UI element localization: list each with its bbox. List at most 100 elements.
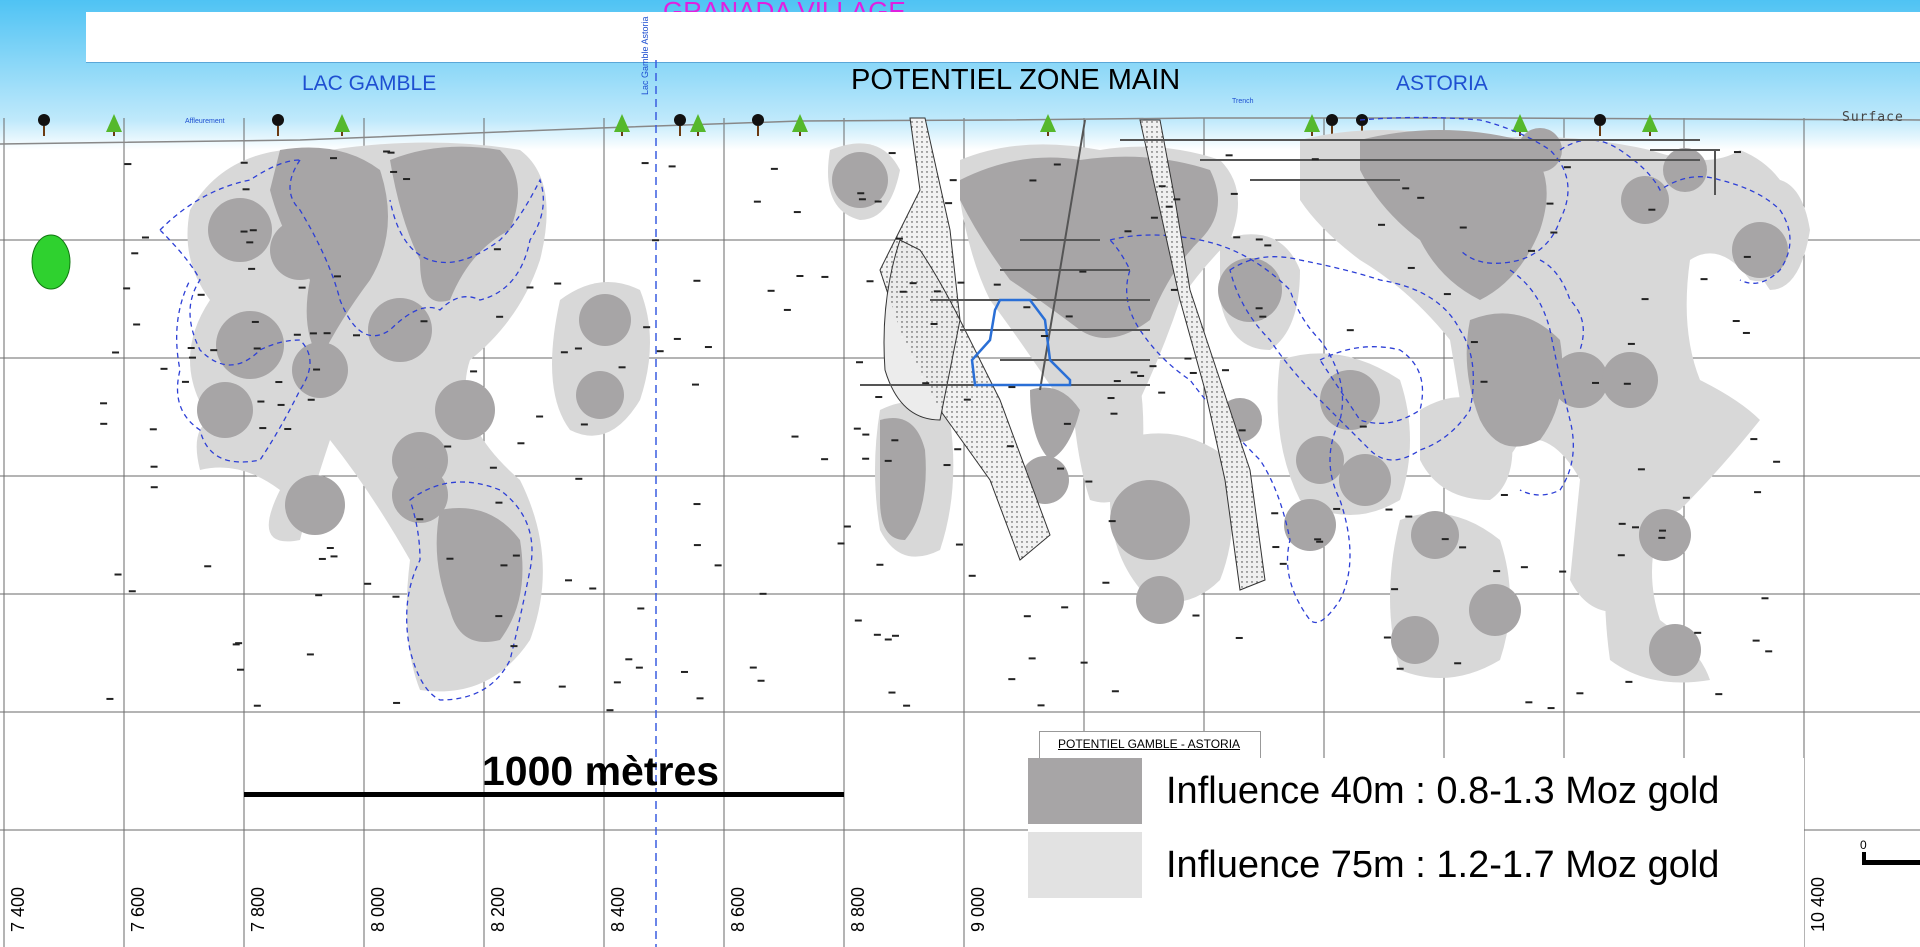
- drill-hole: [1632, 526, 1640, 529]
- drill-hole: [1627, 342, 1635, 345]
- drill-hole: [1752, 639, 1760, 642]
- drill-hole: [248, 267, 256, 270]
- drill-hole: [1230, 192, 1238, 195]
- drill-hole: [949, 179, 957, 182]
- x-tick-label: 8 400: [608, 886, 628, 932]
- drill-hole: [470, 370, 478, 373]
- drill-hole: [275, 381, 283, 384]
- legend-label-75m: Influence 75m : 1.2-1.7 Moz gold: [1166, 844, 1720, 886]
- drill-hole: [554, 282, 562, 285]
- mine-workings: [860, 119, 1720, 391]
- drill-hole: [891, 439, 899, 442]
- drill-hole: [1255, 307, 1263, 310]
- drill-hole: [854, 619, 862, 622]
- tree-icon: [792, 114, 808, 136]
- drill-hole: [403, 178, 411, 181]
- drill-hole: [1063, 422, 1071, 425]
- drill-hole: [114, 573, 122, 576]
- drill-hole: [1040, 335, 1048, 338]
- drill-hole: [242, 188, 250, 191]
- region-label-lac-gamble: LAC GAMBLE: [302, 72, 437, 95]
- drill-hole: [1550, 231, 1558, 234]
- drill-hole: [821, 275, 829, 278]
- drill-hole: [489, 466, 497, 469]
- drill-hole: [891, 634, 899, 637]
- drill-hole: [495, 615, 503, 618]
- drill-hole: [968, 574, 976, 577]
- drill-hole: [1443, 293, 1451, 296]
- drill-hole: [1559, 570, 1567, 573]
- tree-icon: [38, 114, 50, 136]
- drill-hole: [704, 346, 712, 349]
- drill-hole: [1480, 380, 1488, 383]
- drill-hole: [298, 286, 306, 289]
- drill-hole: [240, 161, 248, 164]
- drill-hole: [1189, 371, 1197, 374]
- drill-hole: [1547, 707, 1555, 710]
- drill-hole: [1173, 198, 1181, 201]
- drill-hole: [1264, 244, 1272, 247]
- drill-hole: [993, 283, 1001, 286]
- drill-hole: [1107, 397, 1115, 400]
- drill-hole: [691, 383, 699, 386]
- drill-hole: [513, 681, 521, 684]
- surface-label: Surface: [1842, 110, 1904, 125]
- drill-hole: [875, 396, 883, 399]
- x-tick-label: 9 000: [968, 886, 988, 932]
- drill-hole: [383, 150, 391, 153]
- drill-hole: [510, 645, 518, 648]
- drill-hole: [1520, 566, 1528, 569]
- drill-hole: [1359, 425, 1367, 428]
- scale-bar-label: 1000 mètres: [482, 748, 720, 794]
- mini-scale-label: 0: [1860, 838, 1867, 852]
- drill-hole: [160, 367, 168, 370]
- drill-hole: [613, 681, 621, 684]
- drill-hole: [1150, 216, 1158, 219]
- drill-hole: [1137, 374, 1145, 377]
- drill-hole: [693, 544, 701, 547]
- drill-hole: [589, 587, 597, 590]
- drill-hole: [240, 230, 248, 233]
- drill-hole: [181, 380, 189, 383]
- tree-icon: [1642, 114, 1658, 136]
- drill-hole: [1470, 341, 1478, 344]
- drill-hole: [187, 347, 195, 350]
- drill-hole: [884, 638, 892, 641]
- drill-hole: [444, 445, 452, 448]
- drill-hole: [1028, 657, 1036, 660]
- drill-hole: [945, 202, 953, 205]
- drill-hole: [112, 351, 120, 354]
- drill-hole: [364, 582, 372, 585]
- drill-hole: [668, 165, 676, 168]
- drill-hole: [1314, 538, 1322, 541]
- drill-hole: [1754, 491, 1762, 494]
- legend-swatch-40m: [1028, 758, 1142, 824]
- drill-hole: [246, 241, 254, 244]
- drill-hole: [1576, 692, 1584, 695]
- drill-hole: [1235, 636, 1243, 639]
- legend-label-40m: Influence 40m : 0.8-1.3 Moz gold: [1166, 770, 1720, 812]
- drill-hole: [284, 427, 292, 430]
- drill-hole: [757, 679, 765, 682]
- drill-hole: [625, 658, 633, 661]
- x-tick-label: 8 600: [728, 886, 748, 932]
- drill-hole: [873, 633, 881, 636]
- drill-hole: [1454, 662, 1462, 665]
- drill-hole: [1700, 278, 1708, 281]
- drill-hole: [651, 239, 659, 242]
- drill-hole: [1085, 480, 1093, 483]
- drill-hole: [318, 557, 326, 560]
- drill-hole: [277, 403, 285, 406]
- drill-hole: [1396, 667, 1404, 670]
- drill-hole: [1233, 236, 1241, 239]
- drill-hole: [955, 543, 963, 546]
- map-title: POTENTIEL ZONE MAIN: [851, 64, 1181, 96]
- drill-hole: [1029, 179, 1037, 182]
- legend-item-40m: Influence 40m : 0.8-1.3 Moz gold: [1028, 758, 1804, 824]
- drill-hole: [1110, 412, 1118, 415]
- drill-hole: [536, 415, 544, 418]
- drill-hole: [895, 237, 903, 240]
- drill-hole: [416, 518, 424, 521]
- tree-icon: [1594, 114, 1606, 136]
- drill-hole: [933, 290, 941, 293]
